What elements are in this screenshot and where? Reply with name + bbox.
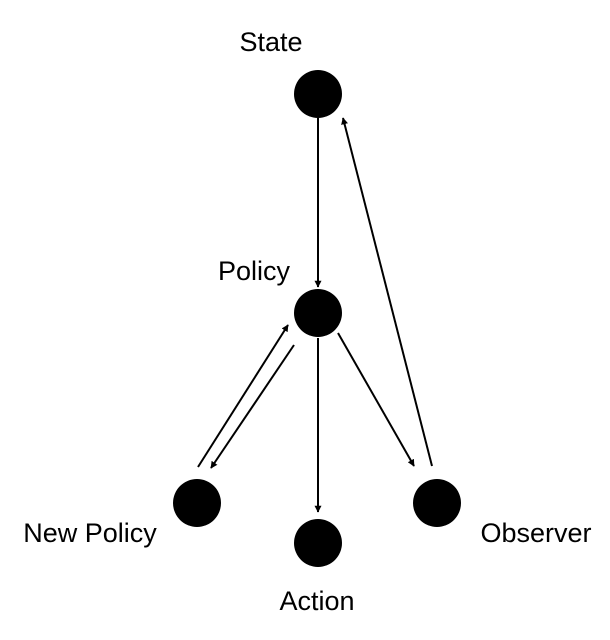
new-policy-node	[173, 479, 221, 527]
policy-node	[294, 289, 342, 337]
new-policy-label: New Policy	[23, 518, 157, 548]
action-node	[294, 519, 342, 567]
state-node	[294, 70, 342, 118]
edge-policy-to-new-policy	[210, 344, 295, 469]
edge-new-policy-to-policy	[197, 324, 289, 468]
action-label: Action	[279, 586, 354, 616]
state-label: State	[239, 27, 302, 57]
edge-observer-to-state	[341, 117, 433, 467]
observer-label: Observer	[480, 518, 591, 548]
policy-label: Policy	[218, 256, 291, 286]
edge-policy-to-observer	[337, 332, 415, 467]
observer-node	[413, 479, 461, 527]
